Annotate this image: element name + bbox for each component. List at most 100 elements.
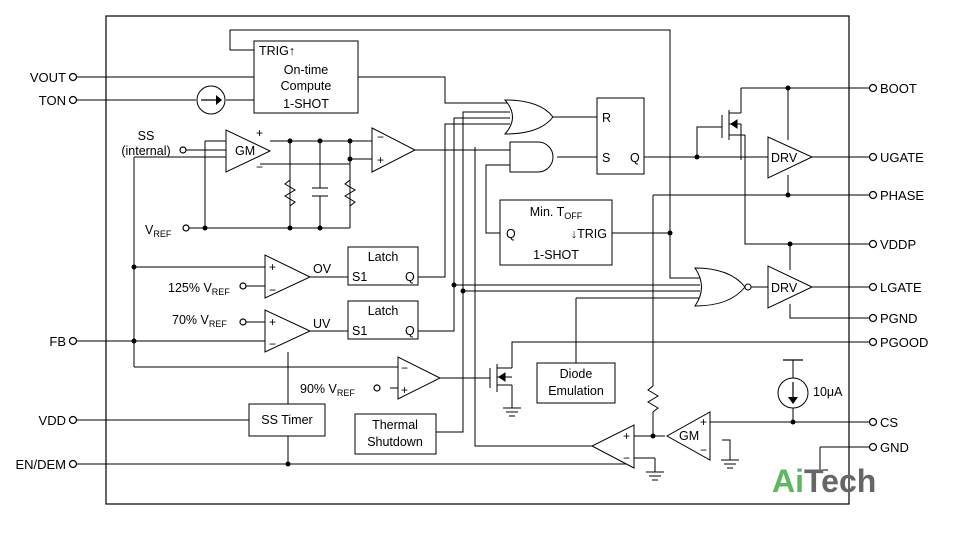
ontime-trig-label: TRIG↑ — [259, 44, 295, 58]
ov-label: OV — [313, 262, 332, 276]
current-source-10ua: 10μA — [777, 359, 843, 409]
zero-cross-comparator: + − — [590, 424, 635, 469]
svg-text:+: + — [256, 126, 263, 140]
gm-cs-label: GM — [679, 429, 699, 443]
latch-uv-title: Latch — [368, 304, 399, 318]
pgood-comparator: − + 90% VREF — [300, 356, 442, 400]
ontime-line1: On-time — [284, 63, 329, 77]
ss-timer-block: SS Timer — [248, 403, 326, 437]
uv-label: UV — [313, 317, 331, 331]
ton-current-source-icon — [196, 85, 226, 115]
diode-line2: Emulation — [548, 384, 604, 398]
junction-dots — [131, 85, 796, 467]
error-comparator: − + — [371, 127, 417, 173]
pin-ugate-label: UGATE — [880, 150, 924, 165]
svg-text:−: − — [377, 130, 384, 144]
drv-high-label: DRV — [771, 151, 798, 165]
drv-low-label: DRV — [771, 281, 798, 295]
ov-comparator: + − OV 125% VREF — [168, 254, 332, 299]
latch-uv: Latch S1 Q — [347, 300, 419, 340]
gm-label: GM — [235, 144, 255, 158]
svg-text:+: + — [401, 383, 408, 397]
thermal-shutdown-block: Thermal Shutdown — [354, 413, 437, 455]
pin-lgate-label: LGATE — [880, 280, 922, 295]
svg-text:AiTech: AiTech — [772, 463, 876, 499]
mintoff-trig-label: ↓TRIG — [571, 227, 607, 241]
vref-label: VREF — [145, 223, 172, 239]
pin-en-dem-label: EN/DEM — [15, 457, 66, 472]
chip-outline — [105, 15, 850, 505]
ss-internal-label: (internal) — [121, 144, 170, 158]
pin-vdd-label: VDD — [39, 413, 66, 428]
and-gate-set — [509, 141, 554, 173]
uv-comparator: + − UV 70% VREF — [172, 309, 331, 353]
pin-cs-label: CS — [880, 415, 898, 430]
drv-low: DRV — [767, 265, 814, 309]
drv-high: DRV — [767, 136, 814, 179]
vref-input: VREF — [145, 223, 190, 239]
svg-text:−: − — [623, 451, 630, 465]
wires — [70, 29, 870, 472]
rs-q-label: Q — [630, 151, 640, 165]
current-source-label: 10μA — [813, 385, 843, 399]
diode-line1: Diode — [560, 367, 593, 381]
pgood-ref-label: 90% VREF — [300, 382, 355, 398]
uv-ref-label: 70% VREF — [172, 313, 227, 329]
svg-text:+: + — [700, 415, 707, 429]
ontime-line3: 1-SHOT — [283, 97, 329, 111]
svg-text:+: + — [269, 260, 276, 274]
pin-fb-label: FB — [49, 334, 66, 349]
pin-gnd-label: GND — [880, 440, 909, 455]
svg-text:−: − — [256, 160, 263, 174]
svg-text:−: − — [269, 283, 276, 297]
latch-ov-title: Latch — [368, 250, 399, 264]
ground-icon — [503, 407, 521, 417]
min-toff-oneshot: Min. TOFF Q ↓TRIG 1-SHOT — [499, 199, 613, 266]
diode-emulation-block: Diode Emulation — [536, 362, 616, 404]
phase-resistor — [647, 380, 659, 420]
gm-amplifier-ss: GM + − — [225, 126, 272, 174]
filter-network — [284, 176, 356, 210]
or-gate-lgate — [694, 267, 752, 307]
pin-boot-label: BOOT — [880, 81, 917, 96]
rs-flipflop: R S Q — [596, 97, 645, 175]
or-gate-reset — [503, 99, 554, 135]
pin-pgood-label: PGOOD — [880, 335, 928, 350]
svg-text:+: + — [623, 429, 630, 443]
ov-ref-label: 125% VREF — [168, 281, 230, 297]
svg-text:−: − — [700, 443, 707, 457]
ss-timer-label: SS Timer — [261, 413, 312, 427]
pin-vout-label: VOUT — [30, 70, 66, 85]
pin-pgnd-label: PGND — [880, 311, 918, 326]
pin-phase-label: PHASE — [880, 188, 924, 203]
pin-vddp-label: VDDP — [880, 237, 916, 252]
thermal-line2: Shutdown — [367, 435, 423, 449]
ontime-line2: Compute — [281, 79, 332, 93]
ss-input: SS (internal) — [121, 129, 187, 158]
logo-part1: Ai — [772, 463, 804, 499]
logo-part2: Tech — [804, 463, 876, 499]
svg-text:S1: S1 — [352, 270, 367, 284]
high-side-fet — [721, 110, 745, 140]
ss-label: SS — [138, 129, 155, 143]
svg-text:+: + — [377, 153, 384, 167]
svg-text:−: − — [269, 337, 276, 351]
left-pins: VOUT TON FB VDD EN/DEM — [15, 70, 78, 472]
svg-text:−: − — [401, 361, 408, 375]
aitech-logo: AiTech — [772, 463, 876, 499]
svg-text:S1: S1 — [352, 324, 367, 338]
gm-amplifier-cs: GM + − — [665, 411, 711, 461]
svg-text:Q: Q — [405, 270, 415, 284]
right-pins: BOOT UGATE PHASE VDDP LGATE PGND PGOOD C… — [868, 81, 928, 455]
mintoff-title: Min. TOFF — [530, 205, 583, 221]
ontime-compute-block: TRIG↑ On-time Compute 1-SHOT — [253, 40, 359, 114]
mintoff-shot-label: 1-SHOT — [533, 248, 579, 262]
ground-icon — [646, 471, 664, 481]
rs-s-label: S — [602, 151, 610, 165]
svg-text:Q: Q — [405, 324, 415, 338]
thermal-line1: Thermal — [372, 418, 418, 432]
latch-ov: Latch S1 Q — [347, 246, 419, 286]
svg-text:+: + — [269, 315, 276, 329]
rs-r-label: R — [602, 111, 611, 125]
